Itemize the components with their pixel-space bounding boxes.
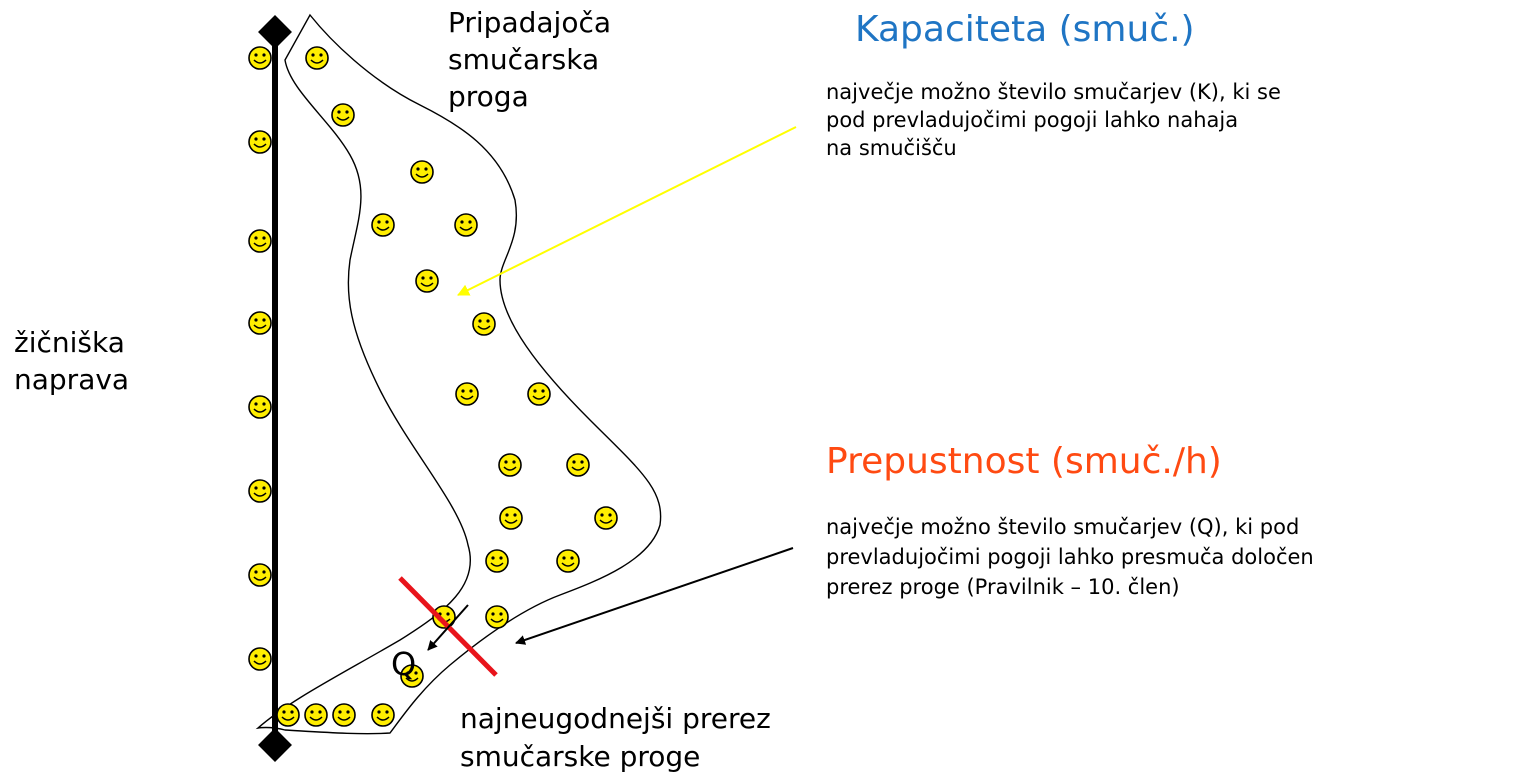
ski-track-outline [255,13,662,735]
capacity-arrow [457,126,797,296]
skier-smiley-icon [331,103,355,127]
skier-smiley-icon [415,269,439,293]
skiers-group [248,46,618,727]
skier-smiley-icon [276,703,300,727]
track-label-line-2: smučarska [448,43,600,76]
lift-label-line-2: naprava [14,363,130,396]
capacity-title: Kapaciteta (smuč.) [855,9,1195,50]
throughput-desc-line-2: prevladujočimi pogoji lahko presmuča dol… [826,545,1314,569]
skier-smiley-icon [485,549,509,573]
skier-smiley-icon [498,453,522,477]
lift-label-line-1: žičniška [14,326,125,359]
skier-smiley-icon [527,382,551,406]
capacity-desc-line-2: pod prevladujočimi pogoji lahko nahaja [826,108,1239,132]
skier-smiley-icon [556,549,580,573]
skier-smiley-icon [248,311,272,335]
skier-smiley-icon [332,703,356,727]
skier-smiley-icon [499,506,523,530]
throughput-desc-line-1: največje možno število smučarjev (Q), ki… [826,515,1300,539]
skier-smiley-icon [304,703,328,727]
q-marker-label: Q [391,645,416,683]
skier-smiley-icon [594,506,618,530]
skier-smiley-icon [472,312,496,336]
throughput-title: Prepustnost (smuč./h) [826,441,1222,482]
skier-smiley-icon [248,479,272,503]
track-label-line-3: proga [448,80,529,113]
skier-smiley-icon [400,664,424,688]
skier-smiley-icon [305,46,329,70]
skier-smiley-icon [248,130,272,154]
throughput-desc-line-3: prerez proge (Pravilnik – 10. člen) [826,575,1180,599]
worst-section-line-1: najneugodnejši prerez [460,702,771,735]
worst-section-line-2: smučarske proge [460,740,701,773]
track-label: Pripadajoča smučarska proga [448,4,611,115]
skier-smiley-icon [566,453,590,477]
track-label-line-1: Pripadajoča [448,6,612,39]
skier-smiley-icon [371,213,395,237]
skier-smiley-icon [248,46,272,70]
throughput-description: največje možno število smučarjev (Q), ki… [826,512,1314,602]
skier-smiley-icon [454,213,478,237]
capacity-description: največje možno število smučarjev (K), ki… [826,78,1281,162]
bottom-station-diamond-icon [258,728,292,762]
capacity-desc-line-1: največje možno število smučarjev (K), ki… [826,80,1281,104]
worst-section-label: najneugodnejši prerez smučarske proge [460,700,771,776]
skier-smiley-icon [455,382,479,406]
top-station-diamond-icon [258,15,292,49]
skier-smiley-icon [248,395,272,419]
q-flow-arrow [427,604,469,651]
lift-label: žičniška naprava [14,324,129,398]
skier-smiley-icon [248,563,272,587]
skier-smiley-icon [248,647,272,671]
skier-smiley-icon [410,160,434,184]
capacity-desc-line-3: na smučišču [826,136,957,160]
throughput-arrow [515,547,794,645]
skier-smiley-icon [248,229,272,253]
skier-smiley-icon [371,703,395,727]
skier-smiley-icon [485,605,509,629]
